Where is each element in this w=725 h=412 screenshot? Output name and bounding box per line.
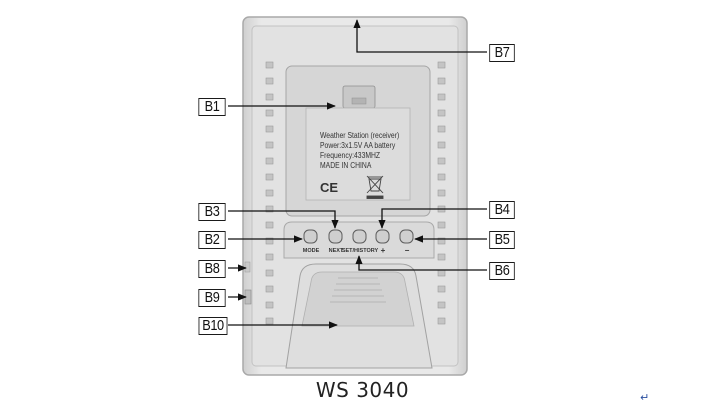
mode-button-label: MODE [302,248,320,254]
leader-b7 [353,19,487,53]
callout-b8: B8 [198,260,226,278]
callout-b10: B10 [198,317,228,335]
stand-recess [301,271,415,327]
sticker-line-3: Frequency:433MHZ [320,151,381,160]
sticker-line-1: Weather Station (receiver) [320,131,400,140]
side-feature [244,261,251,273]
leader-b4 [378,208,487,229]
callout-b4: B4 [489,201,515,219]
callout-b6: B6 [489,262,515,280]
label-sticker [305,107,411,201]
mode-button[interactable] [303,229,318,244]
return-arrow-icon: ↵ [640,391,650,404]
callout-b3: B3 [198,203,226,221]
sticker-line-4: MADE IN CHINA [320,161,372,170]
crossed-bin-icon [366,175,384,199]
ce-mark: CE [320,180,339,195]
set-history-button[interactable] [352,229,367,244]
callout-b9: B9 [198,289,226,307]
battery-cover-latch [342,85,376,109]
leader-b6 [355,255,487,271]
sticker-line-2: Power:3x1.5V AA battery [320,141,396,150]
callout-b1: B1 [198,98,226,116]
next-button-label: NEXT [328,248,344,254]
plus-button-label: + [380,246,386,255]
minus-button[interactable] [399,229,414,244]
model-title: WS 3040 [315,378,410,402]
callout-b7: B7 [489,44,515,62]
callout-b5: B5 [489,231,515,249]
set-history-button-label: SET/HISTORY [341,248,379,254]
stand-ribs [330,277,386,303]
callout-b2: B2 [198,231,226,249]
leader-b3 [228,210,339,229]
minus-button-label: − [404,246,410,255]
next-button[interactable] [328,229,343,244]
left-grip-ribs [265,61,274,325]
plus-button[interactable] [375,229,390,244]
